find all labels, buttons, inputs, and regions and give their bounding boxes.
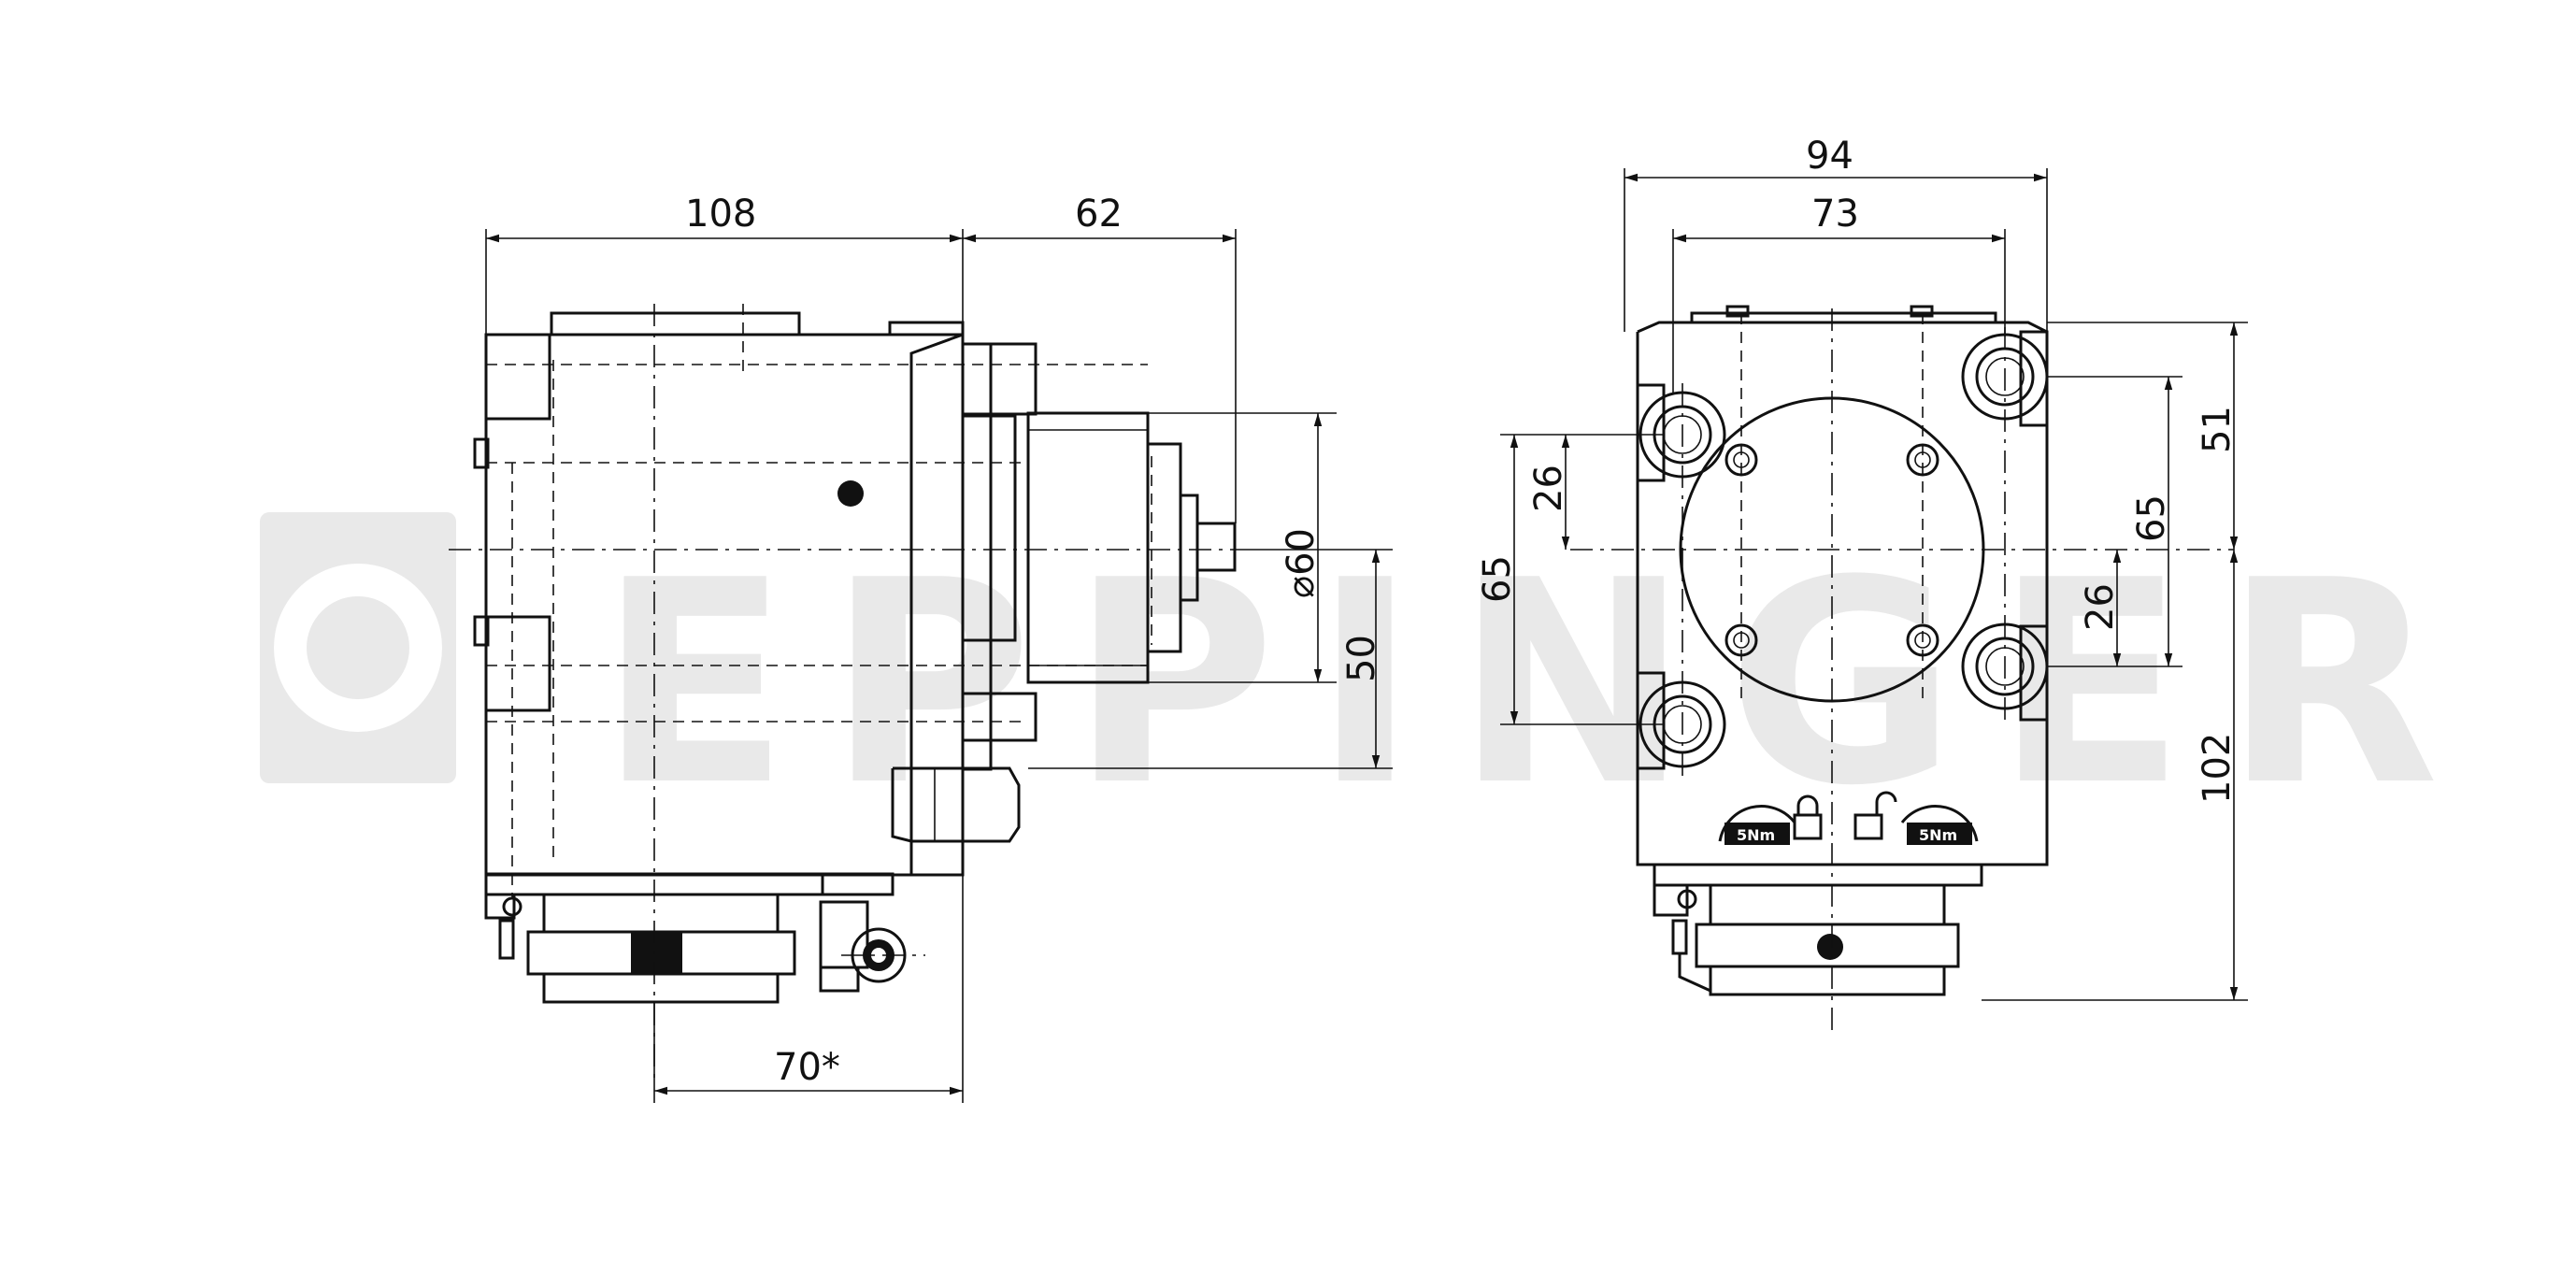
dim-94: 94 bbox=[1806, 135, 1853, 178]
dim-26-right: 26 bbox=[2079, 583, 2122, 631]
knurl-icon bbox=[631, 932, 682, 974]
eppinger-watermark: EPPINGER bbox=[260, 512, 2477, 847]
torque-left-label: 5Nm bbox=[1737, 826, 1775, 844]
dim-73: 73 bbox=[1811, 193, 1859, 236]
torque-right-label: 5Nm bbox=[1919, 826, 1957, 844]
torque-lock-right: 5Nm bbox=[1853, 791, 1979, 845]
dim-108: 108 bbox=[685, 193, 756, 236]
torque-lock-left: 5Nm bbox=[1718, 794, 1823, 845]
dim-62: 62 bbox=[1075, 193, 1123, 236]
watermark-text: EPPINGER bbox=[598, 521, 2477, 847]
dim-65-right: 65 bbox=[2130, 494, 2173, 542]
side-view: 108 62 ⌀60 50 70* bbox=[449, 193, 1393, 1103]
dim-102: 102 bbox=[2196, 733, 2239, 804]
dim-50: 50 bbox=[1340, 635, 1383, 682]
side-hole-icon bbox=[837, 480, 864, 507]
front-view: 5Nm 5Nm 94 bbox=[1476, 135, 2248, 1033]
dim-70: 70* bbox=[774, 1046, 840, 1089]
dim-diameter-60: ⌀60 bbox=[1280, 528, 1323, 598]
dim-51: 51 bbox=[2196, 406, 2239, 453]
dim-65-left: 65 bbox=[1476, 555, 1519, 603]
coupling-screw-icon bbox=[1817, 934, 1843, 960]
dim-26-left: 26 bbox=[1527, 465, 1570, 512]
